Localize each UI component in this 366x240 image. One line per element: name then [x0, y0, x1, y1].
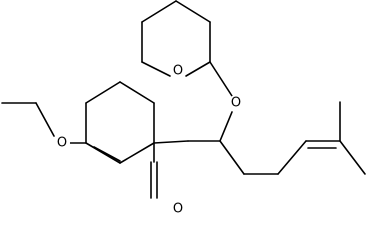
chain-bond-1 [153, 140, 189, 144]
molecule-diagram: O O O O [1, 0, 366, 217]
atom-o-ring: O [170, 63, 186, 79]
ring-double-inner [93, 146, 121, 162]
ether-bond-2 [219, 111, 233, 142]
chain-bond-3 [219, 140, 245, 175]
ring-bond-3 [119, 142, 155, 164]
atom-o-ring-label: O [173, 64, 183, 79]
thp-bond-5 [185, 61, 211, 77]
atom-o-ethoxy: O [54, 135, 70, 151]
bond-layer [1, 0, 366, 199]
thp-bond-1 [175, 0, 211, 23]
ring-bond-1 [119, 81, 155, 104]
atom-o-ketone-label: O [173, 202, 183, 217]
chain-bond-5 [277, 140, 307, 175]
thp-bond-2 [141, 0, 177, 23]
ether-bond-1 [209, 61, 233, 97]
atom-label-layer: O O O O [54, 63, 244, 217]
ethoxy-bond-2 [35, 102, 55, 137]
atom-o-ether: O [228, 95, 244, 111]
atom-o-ether-label: O [231, 96, 241, 111]
atom-o-ketone: O [170, 201, 186, 217]
structure-canvas: O O O O [1, 0, 366, 217]
atom-o-ethoxy-label: O [57, 136, 67, 151]
chain-bond-6 [339, 140, 366, 175]
ring-bond-6 [85, 81, 121, 104]
thp-bond-4 [141, 61, 171, 77]
ring-bond-4 [85, 142, 121, 164]
